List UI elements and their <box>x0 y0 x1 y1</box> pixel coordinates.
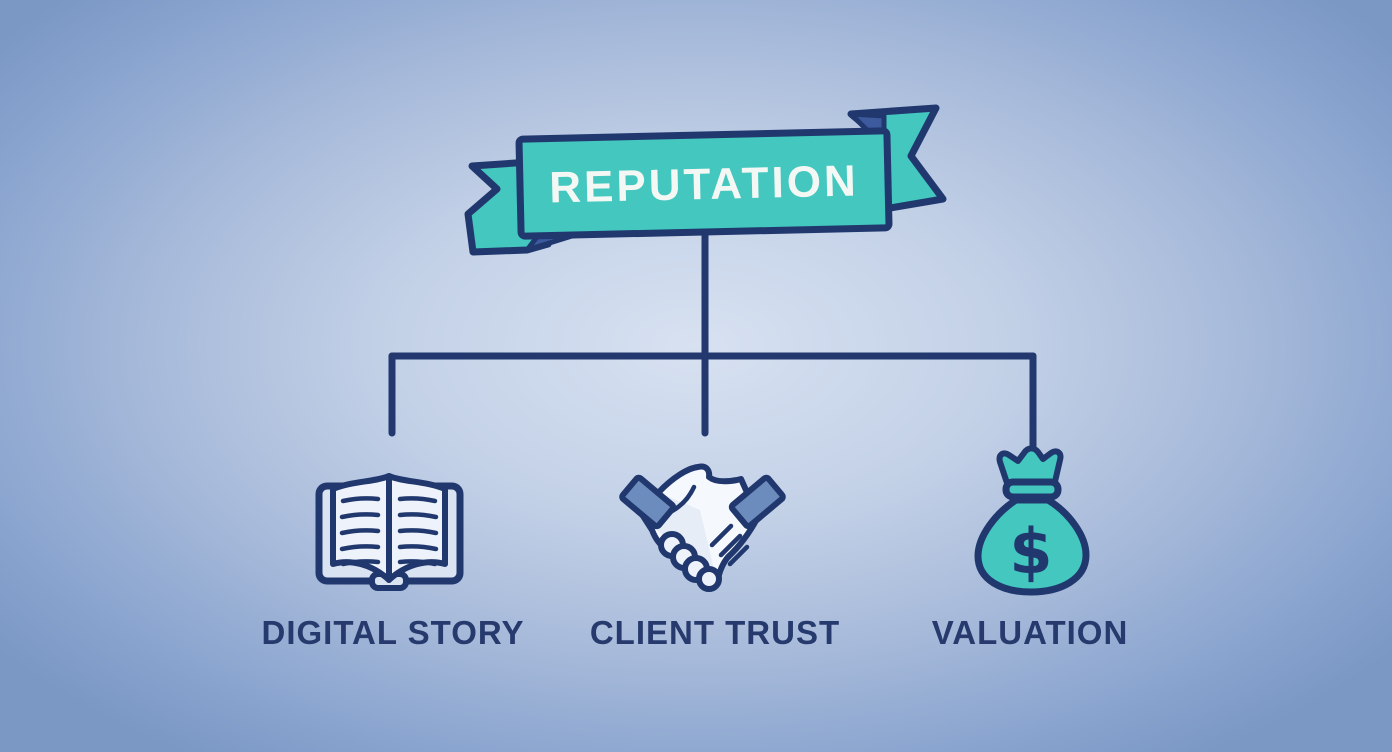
money-bag-body <box>974 496 1090 596</box>
money-bag-tie <box>1002 478 1062 501</box>
banner-title: REPUTATION <box>549 156 860 212</box>
node-valuation: $ VALUATION <box>932 445 1129 651</box>
node-label-valuation: VALUATION <box>932 614 1129 651</box>
dollar-sign: $ <box>1009 515 1052 588</box>
ribbon-banner-plate <box>515 127 893 240</box>
reputation-ribbon: REPUTATION <box>464 104 947 256</box>
handshake-left-cuff <box>619 474 677 530</box>
open-book-icon <box>315 473 464 591</box>
handshake-right-cuff <box>728 474 786 530</box>
handshake-knuckles <box>658 531 722 592</box>
node-label-client-trust: CLIENT TRUST <box>590 614 840 651</box>
node-digital-story: DIGITAL STORY <box>262 473 525 651</box>
money-bag-icon: $ <box>974 445 1090 596</box>
node-client-trust: CLIENT TRUST <box>590 463 840 651</box>
connector-lines <box>388 225 1037 451</box>
book-text-lines <box>339 496 439 567</box>
node-label-digital-story: DIGITAL STORY <box>262 614 525 651</box>
handshake-icon <box>619 463 786 592</box>
money-bag-knot <box>996 445 1064 489</box>
